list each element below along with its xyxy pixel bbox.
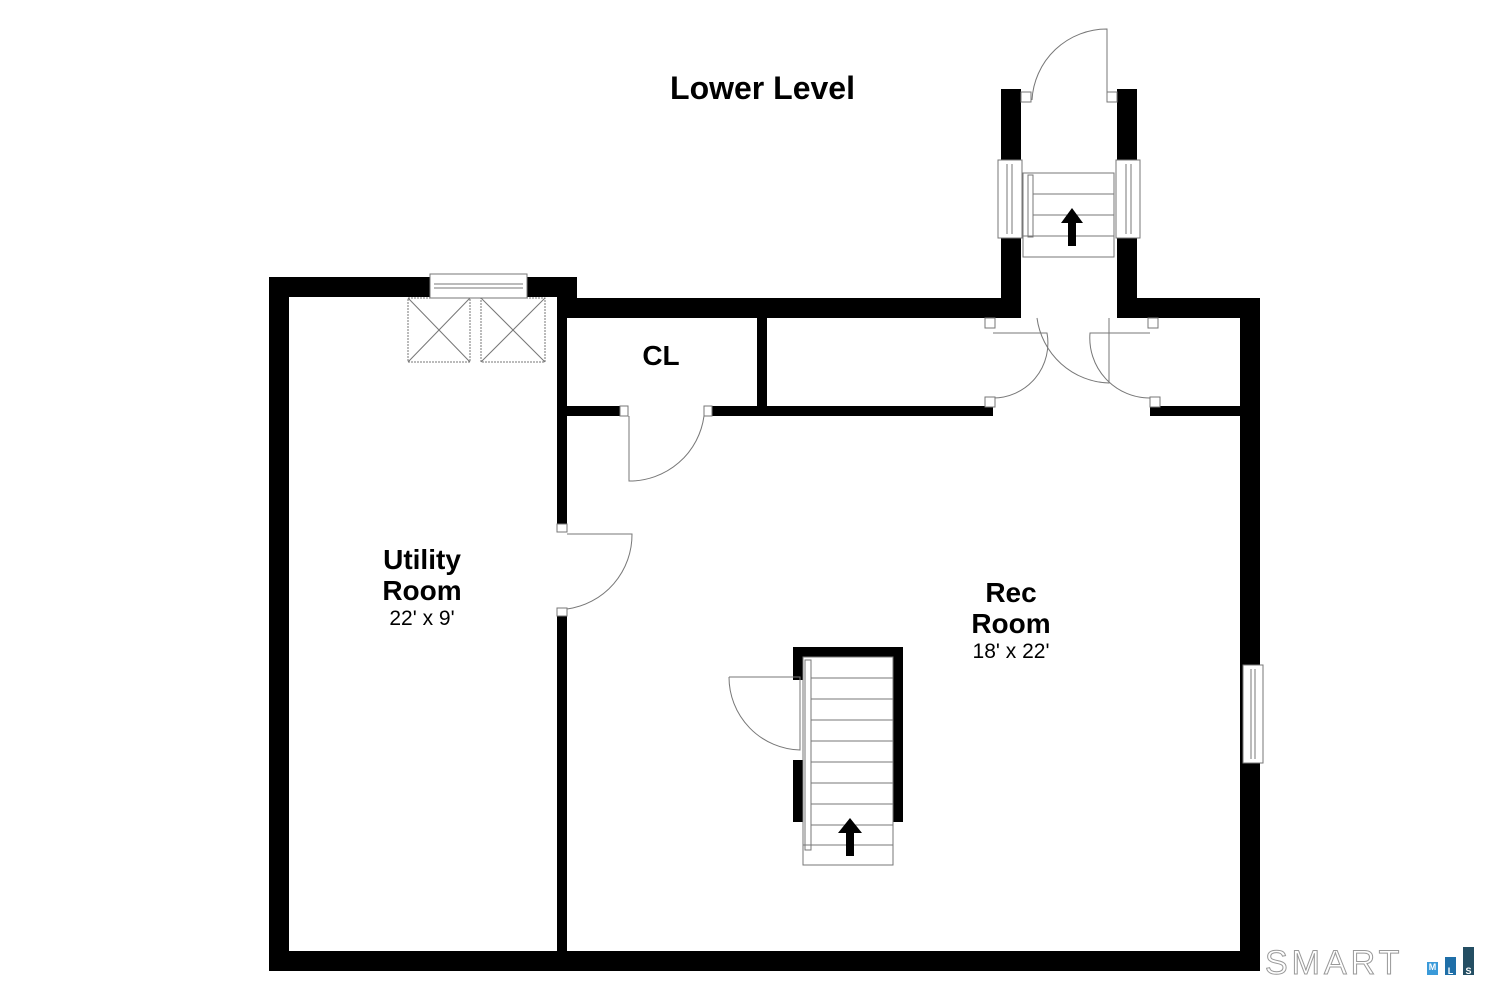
- exterior-walls: [269, 89, 1260, 971]
- room-name: Utility: [383, 544, 461, 575]
- room-dimensions: 22' x 9': [389, 607, 455, 630]
- exterior-staircase: [1022, 172, 1115, 258]
- up-arrow-icon: [838, 818, 862, 856]
- logo-badge-l: L: [1445, 957, 1456, 976]
- room-name: Room: [382, 575, 462, 606]
- room-name: Room: [971, 608, 1051, 639]
- logo-text: SMART: [1264, 944, 1404, 983]
- main-staircase: [728, 647, 903, 866]
- windows: [429, 159, 1264, 764]
- room-label-closet: CL: [642, 340, 680, 371]
- appliances: [407, 297, 546, 363]
- logo-badge-s: S: [1463, 947, 1474, 976]
- room-dimensions: 18' x 22': [972, 640, 1050, 663]
- up-arrow-icon: [1061, 208, 1083, 246]
- room-name: Rec: [985, 577, 1037, 608]
- logo-badge-m: M: [1427, 962, 1438, 975]
- interior-walls: [557, 318, 1240, 951]
- page-title: Lower Level: [670, 70, 855, 106]
- doors: [556, 28, 1161, 617]
